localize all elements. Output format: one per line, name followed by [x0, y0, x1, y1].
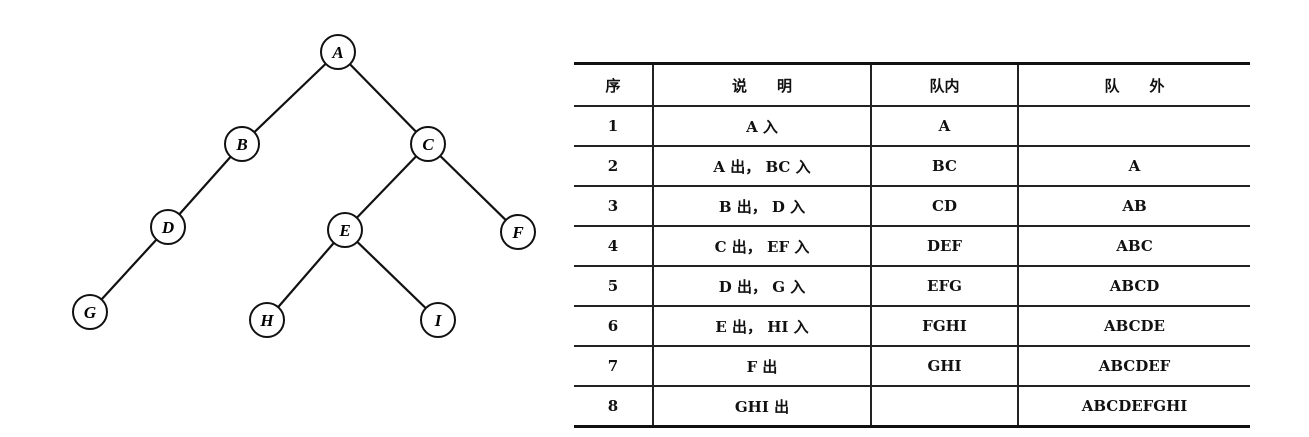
header-description: 说 明: [652, 62, 871, 107]
in-queue-cell: CD: [870, 185, 1018, 227]
description-cell: C 出， EF 入: [652, 225, 871, 267]
seq-cell: 6: [574, 305, 653, 347]
node-label: H: [259, 311, 274, 330]
edge-E-H: [266, 229, 346, 321]
out-queue-cell: ABCDEFGHI: [1017, 385, 1250, 428]
node-label: E: [338, 221, 350, 240]
tree-node-E: E: [327, 212, 363, 248]
edge-A-C: [337, 51, 429, 145]
node-circle: [72, 294, 108, 330]
out-queue-cell: ABCDEF: [1017, 345, 1250, 387]
in-queue-cell: DEF: [870, 225, 1018, 267]
node-label: D: [161, 218, 174, 237]
description-cell: B 出， D 入: [652, 185, 871, 227]
node-circle: [224, 126, 260, 162]
seq-cell: 5: [574, 265, 653, 307]
out-queue-cell: A: [1017, 145, 1250, 187]
description-cell: E 出， HI 入: [652, 305, 871, 347]
seq-cell: 7: [574, 345, 653, 387]
edge-C-E: [344, 143, 429, 231]
node-label: C: [422, 135, 434, 154]
in-queue-cell: BC: [870, 145, 1018, 187]
edge-A-B: [241, 51, 339, 145]
seq-cell: 1: [574, 105, 653, 147]
node-circle: [500, 214, 536, 250]
out-queue-cell: [1017, 105, 1250, 147]
node-circle: [420, 302, 456, 338]
binary-tree-diagram: A B C D E F G H I: [72, 34, 536, 338]
header-out-queue: 队 外: [1017, 62, 1250, 107]
seq-cell: 3: [574, 185, 653, 227]
out-queue-cell: AB: [1017, 185, 1250, 227]
seq-cell: 2: [574, 145, 653, 187]
tree-node-D: D: [150, 209, 186, 245]
out-queue-cell: ABC: [1017, 225, 1250, 267]
out-queue-cell: ABCDE: [1017, 305, 1250, 347]
node-circle: [249, 302, 285, 338]
tree-node-A: A: [320, 34, 356, 70]
node-circle: [327, 212, 363, 248]
seq-cell: 4: [574, 225, 653, 267]
out-queue-cell: ABCD: [1017, 265, 1250, 307]
node-label: I: [434, 311, 443, 330]
node-circle: [410, 126, 446, 162]
in-queue-cell: EFG: [870, 265, 1018, 307]
node-label: F: [511, 223, 524, 242]
description-cell: GHI 出: [652, 385, 871, 428]
edge-B-D: [167, 143, 243, 228]
tree-node-C: C: [410, 126, 446, 162]
node-label: B: [235, 135, 247, 154]
description-cell: F 出: [652, 345, 871, 387]
edge-C-F: [427, 143, 519, 233]
header-in-queue: 队内: [870, 62, 1018, 107]
tree-node-H: H: [249, 302, 285, 338]
node-circle: [320, 34, 356, 70]
in-queue-cell: [870, 385, 1018, 428]
table-header-row: 序 说 明 队内 队 外: [574, 62, 1250, 107]
description-cell: A 出， BC 入: [652, 145, 871, 187]
description-cell: D 出， G 入: [652, 265, 871, 307]
tree-node-G: G: [72, 294, 108, 330]
in-queue-cell: A: [870, 105, 1018, 147]
tree-node-F: F: [500, 214, 536, 250]
tree-node-B: B: [224, 126, 260, 162]
description-cell: A 入: [652, 105, 871, 147]
edge-D-G: [89, 226, 169, 313]
seq-cell: 8: [574, 385, 653, 428]
node-label: A: [331, 43, 343, 62]
node-circle: [150, 209, 186, 245]
edge-E-I: [344, 229, 439, 321]
tree-node-I: I: [420, 302, 456, 338]
node-label: G: [84, 303, 97, 322]
header-seq: 序: [574, 62, 653, 107]
in-queue-cell: GHI: [870, 345, 1018, 387]
in-queue-cell: FGHI: [870, 305, 1018, 347]
